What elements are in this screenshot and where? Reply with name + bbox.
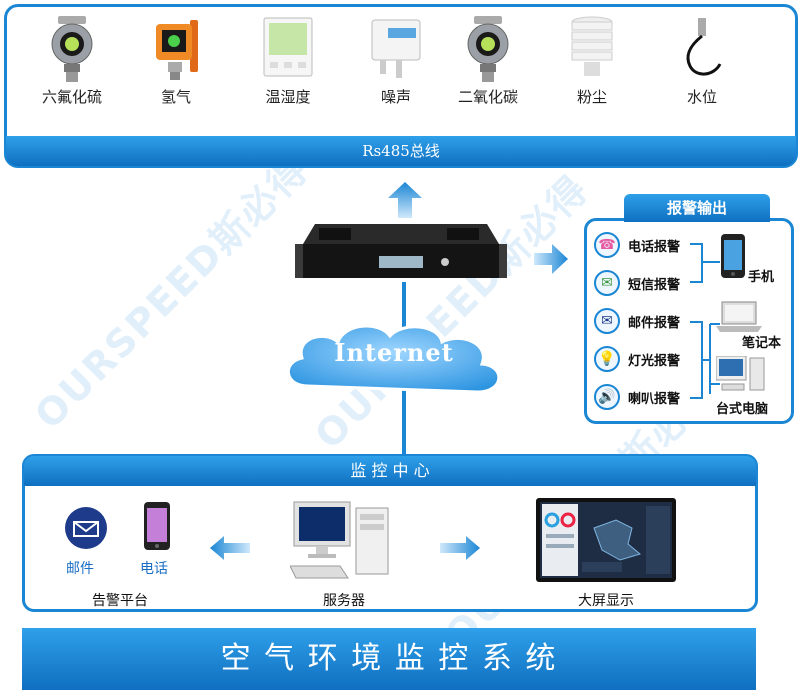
bus-label: Rs485总线: [362, 142, 440, 160]
sensor-item: 氢气: [136, 14, 216, 107]
alarm-platform-label: 告警平台: [92, 593, 148, 609]
noise-sensor-icon: [371, 19, 421, 78]
laptop-icon: [716, 301, 762, 332]
gas-detector-icon: [51, 16, 93, 82]
watermark: OURSPEED斯必得: [306, 166, 598, 458]
desktop-computer-icon: [716, 356, 765, 391]
data-collector-rack-device: [295, 224, 507, 278]
mail-icon: ✉: [594, 308, 620, 334]
sensor-label: 粉尘: [576, 88, 607, 106]
alarm-item: 💡 灯光报警: [594, 344, 680, 374]
arrow-right-icon: [440, 536, 480, 560]
sensor-item: 水位: [662, 14, 742, 107]
alarm-item-label: 短信报警: [628, 277, 681, 293]
temp-humidity-display-icon: [263, 17, 313, 77]
dust-sensor-icon: [571, 16, 613, 76]
alarm-title: 报警输出: [666, 199, 727, 217]
speaker-icon: 🔊: [594, 384, 620, 410]
sensor-item: 噪声: [356, 14, 436, 107]
rs485-bus-bar: Rs485总线: [6, 136, 796, 166]
sensor-item: 六氟化硫: [32, 14, 112, 107]
device-label-laptop: 笔记本: [742, 336, 782, 351]
alarm-item-label: 灯光报警: [628, 353, 681, 369]
sensor-item: 二氧化碳: [448, 14, 528, 107]
device-label-mobile: 手机: [748, 270, 775, 285]
sensor-label: 氢气: [160, 88, 191, 106]
mobile-phone-icon: [721, 234, 745, 278]
watermark: OURSPEED斯必得: [26, 146, 318, 438]
device-label-desktop: 台式电脑: [716, 402, 769, 417]
arrow-up-icon: [388, 182, 422, 218]
monitor-center-title: 监 控 中 心: [350, 461, 430, 480]
server-workstation-icon: [290, 501, 389, 579]
arrow-right-icon: [534, 244, 568, 274]
light-bulb-icon: 💡: [594, 346, 620, 372]
sensor-label: 温湿度: [265, 88, 311, 106]
alarm-item-label: 喇叭报警: [628, 391, 681, 407]
water-level-probe-icon: [686, 18, 722, 76]
mail-icon: [65, 507, 107, 549]
phone-icon: ☎: [594, 232, 620, 258]
alarm-title-bar: 报警输出: [624, 194, 770, 222]
gas-detector-icon: [467, 16, 509, 82]
sensor-label: 噪声: [380, 88, 411, 106]
alarm-connector-lines: [690, 243, 720, 399]
big-screen-display-icon: [536, 498, 676, 582]
gas-detector-orange-icon: [156, 20, 198, 80]
mail-label: 邮件: [66, 561, 94, 577]
server-label: 服务器: [323, 593, 365, 609]
big-screen-label: 大屏显示: [578, 593, 634, 609]
internet-cloud-icon: [286, 324, 501, 394]
sensor-label: 六氟化硫: [41, 88, 102, 106]
footer-title-bar: 空 气 环 境 监 控 系 统: [22, 628, 756, 690]
sensor-label: 二氧化碳: [457, 88, 518, 106]
footer-title: 空 气 环 境 监 控 系 统: [220, 641, 558, 676]
internet-label: Internet: [334, 338, 454, 367]
alarm-item: ✉ 短信报警: [594, 268, 680, 298]
alarm-item: ☎ 电话报警: [594, 230, 680, 260]
monitor-center-title-bar: 监 控 中 心: [24, 456, 756, 486]
phone-label: 电话: [140, 561, 168, 577]
alarm-item-label: 电话报警: [628, 239, 681, 255]
sensor-label: 水位: [686, 88, 717, 106]
sensor-item: 粉尘: [552, 14, 632, 107]
smartphone-icon: [144, 502, 170, 550]
arrow-left-icon: [210, 536, 250, 560]
alarm-item: 🔊 喇叭报警: [594, 382, 680, 412]
alarm-item-label: 邮件报警: [628, 315, 681, 331]
alarm-item: ✉ 邮件报警: [594, 306, 680, 336]
sms-icon: ✉: [594, 270, 620, 296]
sensor-item: 温湿度: [248, 14, 328, 107]
